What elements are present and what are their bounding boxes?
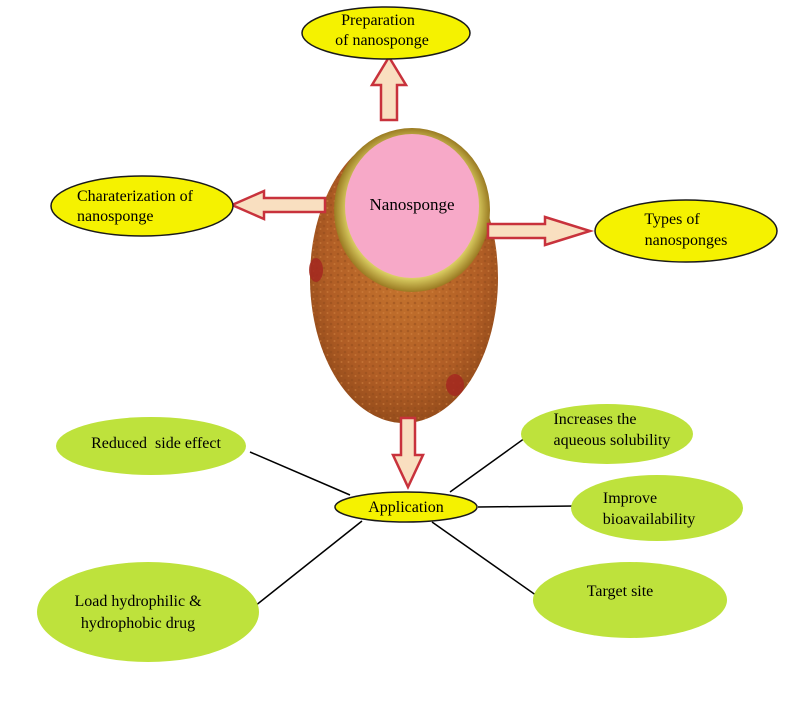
application-label: Application — [368, 499, 444, 516]
arrow-right — [486, 215, 595, 247]
node-load-drug: Load hydrophilic & hydrophobic drug — [37, 562, 259, 662]
connector-lines — [249, 437, 576, 607]
connector-target-site — [431, 521, 541, 599]
node-types: Types of nanosponges — [594, 199, 778, 263]
connector-increases-solubility — [449, 437, 526, 493]
node-application: Application — [334, 491, 478, 523]
arrow-left — [228, 189, 327, 221]
arrows — [228, 54, 595, 490]
preparation-line2: of nanosponge — [335, 32, 429, 49]
increases-solubility-line1: Increases the — [553, 411, 636, 428]
improve-bioavailability-line1: Improve — [603, 490, 657, 507]
types-line2: nanosponges — [645, 232, 728, 249]
node-improve-bioavailability: Improve bioavailability — [571, 475, 743, 541]
types-line1: Types of — [644, 211, 700, 228]
improve-bioavailability-line2: bioavailability — [603, 511, 695, 528]
nanosponge-body: Nanosponge — [309, 128, 498, 423]
arrow-down — [391, 416, 425, 490]
node-increases-solubility: Increases the aqueous solubility — [521, 404, 693, 464]
preparation-line1: Preparation — [341, 12, 415, 29]
load-drug-line2: hydrophobic drug — [81, 615, 195, 632]
center-label: Nanosponge — [370, 195, 455, 214]
connector-improve-bioavailability — [477, 505, 576, 508]
connector-reduced-side-effect — [249, 451, 351, 496]
connector-load-drug — [254, 520, 363, 607]
characterization-line2: nanosponge — [77, 208, 153, 225]
node-target-site: Target site — [533, 562, 727, 638]
target-site-label: Target site — [587, 583, 654, 600]
node-characterization: Charaterization of nanosponge — [50, 175, 234, 237]
arrow-up — [369, 54, 409, 122]
increases-solubility-line2: aqueous solubility — [554, 432, 671, 449]
node-preparation: Preparation of nanosponge — [301, 6, 471, 60]
reduced-side-effect-label: Reduced side effect — [91, 435, 221, 452]
load-drug-line1: Load hydrophilic & — [74, 593, 202, 610]
characterization-line1: Charaterization of — [77, 188, 194, 205]
node-reduced-side-effect: Reduced side effect — [56, 417, 246, 475]
